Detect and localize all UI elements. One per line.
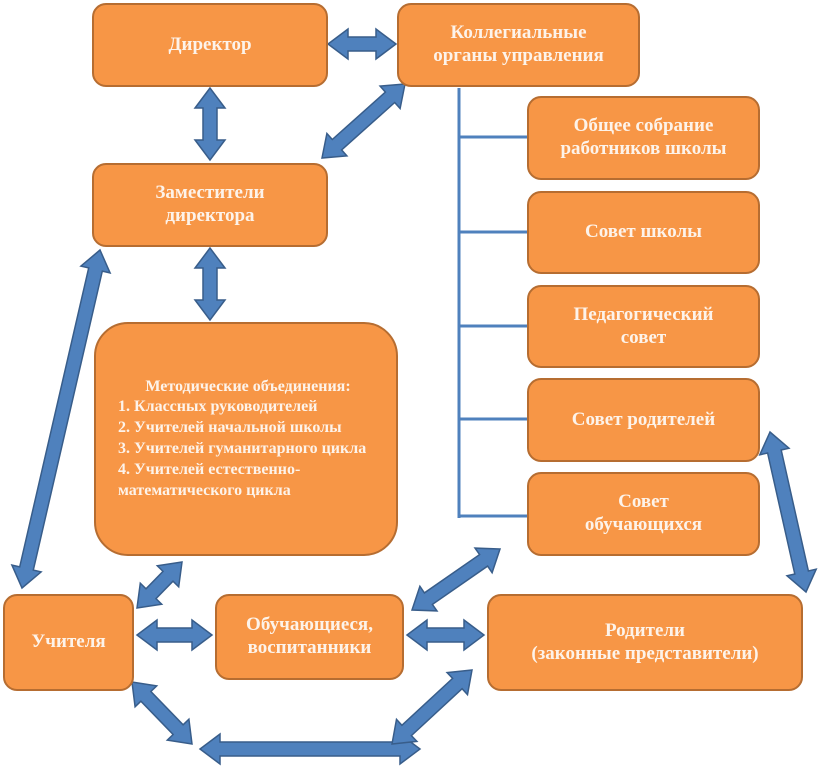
- parents-label-1: Родители: [604, 619, 685, 641]
- students-label-2: воспитанники: [247, 637, 372, 658]
- parents-council-box: Совет родителей: [527, 378, 760, 462]
- pedagogical-council-label-2: совет: [620, 326, 667, 348]
- school-council-label: Совет школы: [584, 221, 702, 243]
- students-council-label-1: Совет: [618, 491, 669, 513]
- methodical-item: 3. Учителей гуманитарного цикла: [118, 440, 367, 457]
- general-meeting-label-2: работников школы: [560, 138, 727, 159]
- double-arrow-icon: [136, 561, 183, 609]
- double-arrow-icon: [391, 669, 473, 745]
- school-council-box: Совет школы: [527, 191, 760, 274]
- general-meeting-label-1: Общее собрание: [573, 115, 714, 137]
- students-box: Обучающиеся,воспитанники: [215, 594, 404, 680]
- director-label: Директор: [168, 33, 252, 55]
- double-arrow-icon: [193, 86, 227, 162]
- teachers-label: Учителя: [31, 631, 106, 653]
- methodical-item: 2. Учителей начальной школы: [118, 419, 342, 437]
- double-arrow-icon: [326, 27, 398, 61]
- double-arrow-icon: [758, 430, 818, 594]
- collegial-label-2: органы управления: [433, 45, 604, 66]
- double-arrow-icon: [198, 732, 422, 766]
- collegial-tree-lines: [457, 88, 527, 518]
- double-arrow-icon: [410, 547, 502, 612]
- parents-label-2: (законные представители): [531, 642, 759, 664]
- double-arrow-icon: [131, 681, 193, 745]
- director-box: Директор: [92, 3, 328, 87]
- double-arrow-icon: [193, 246, 227, 322]
- methodical-associations-box: Методические объединения: 1. Классных ру…: [94, 322, 398, 556]
- parents-council-label: Совет родителей: [571, 408, 716, 430]
- teachers-box: Учителя: [3, 594, 134, 691]
- parents-box: Родители(законные представители): [487, 594, 803, 691]
- double-arrow-icon: [405, 618, 486, 652]
- collegial-label-1: Коллегиальные: [450, 22, 587, 44]
- double-arrow-icon: [10, 248, 112, 590]
- deputies-label-2: директора: [165, 205, 255, 226]
- double-arrow-icon: [135, 618, 214, 652]
- students-council-label-2: обучающихся: [584, 514, 703, 535]
- methodical-title: Методические объединения:: [145, 377, 351, 395]
- methodical-item: 4. Учителей естественно-математического …: [118, 460, 301, 499]
- double-arrow-icon: [321, 83, 406, 159]
- pedagogical-council-label-1: Педагогический: [573, 303, 714, 325]
- students-label-1: Обучающиеся,: [246, 614, 373, 636]
- deputies-label-1: Заместители: [155, 182, 265, 204]
- methodical-item: 1. Классных руководителей: [118, 398, 318, 416]
